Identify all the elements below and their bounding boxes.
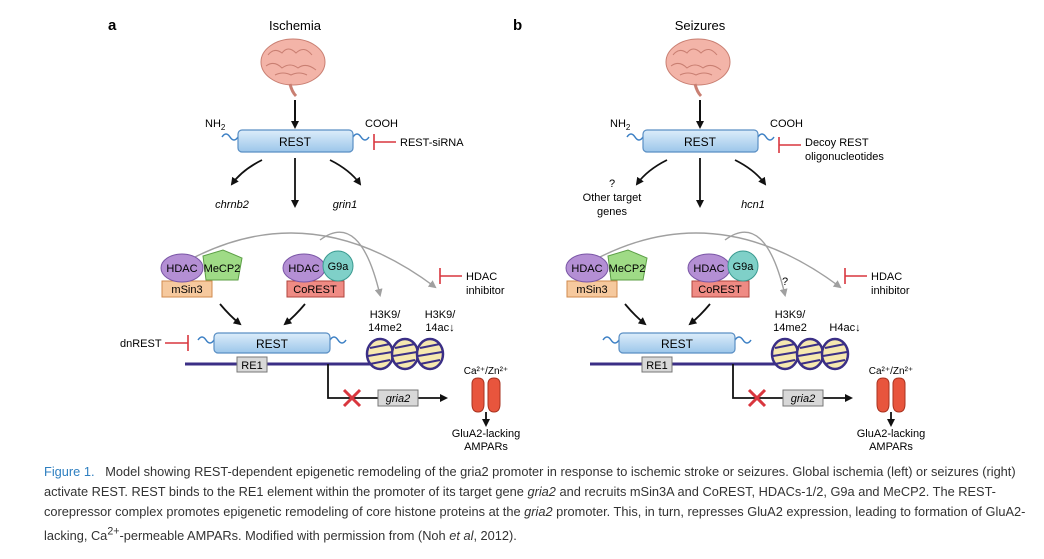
hdac-inhibitor-2: inhibitor bbox=[871, 285, 910, 297]
msin3-label: mSin3 bbox=[171, 284, 202, 296]
hdac-inhibitor-1: HDAC bbox=[466, 271, 497, 283]
other-targets-2: genes bbox=[597, 206, 627, 218]
caption-text: Model showing REST-dependent epigenetic … bbox=[44, 464, 1026, 544]
decoy-label-2: oligonucleotides bbox=[805, 151, 884, 163]
histone-mark-2: H4ac↓ bbox=[829, 322, 860, 334]
panel-a: a Ischemia NH2 COOH REST REST-siRNA chrn… bbox=[108, 17, 520, 453]
panel-b: b Seizures NH2 COOH REST Decoy REST olig… bbox=[513, 17, 925, 453]
mecp2-label: MeCP2 bbox=[204, 263, 241, 275]
rest-protein bbox=[237, 129, 354, 153]
target-gene-2: hcn1 bbox=[741, 199, 765, 211]
dnrest-label: dnREST bbox=[120, 338, 162, 350]
g9a-circle bbox=[322, 250, 354, 282]
other-targets-1: Other target bbox=[583, 192, 642, 204]
ion-label: Ca²⁺/Zn²⁺ bbox=[869, 366, 913, 377]
cooh-label: COOH bbox=[365, 118, 398, 130]
gria2-label: gria2 bbox=[386, 393, 410, 405]
nucleosomes bbox=[365, 337, 445, 371]
mecp2-label: MeCP2 bbox=[609, 263, 646, 275]
g9a-circle bbox=[727, 250, 759, 282]
other-targets-q: ? bbox=[609, 178, 615, 190]
hdac-label: HDAC bbox=[571, 263, 602, 275]
gria2-box bbox=[782, 389, 824, 407]
histone-mark-2a: H3K9/ bbox=[425, 309, 457, 321]
msin3-label: mSin3 bbox=[576, 284, 607, 296]
hdac-oval bbox=[565, 253, 609, 283]
target-gene-2: grin1 bbox=[333, 199, 357, 211]
condition-title: Ischemia bbox=[269, 18, 322, 33]
block-x-icon bbox=[342, 388, 362, 408]
panel-letter: b bbox=[513, 17, 522, 34]
hdac-label: HDAC bbox=[166, 263, 197, 275]
receptor-label-2: AMPARs bbox=[464, 441, 508, 453]
panel-letter: a bbox=[108, 17, 117, 34]
brain-icon bbox=[665, 38, 731, 98]
hdac-inhibitor-2: inhibitor bbox=[466, 285, 505, 297]
histone-mark-1a: H3K9/ bbox=[370, 309, 402, 321]
brain-icon bbox=[260, 38, 326, 98]
receptor-label-2: AMPARs bbox=[869, 441, 913, 453]
rest-protein bbox=[642, 129, 759, 153]
caption-label: Figure 1. bbox=[44, 464, 95, 479]
mecp2-shape bbox=[202, 249, 243, 281]
histone-mark-1b: 14me2 bbox=[368, 322, 402, 334]
gria2-label: gria2 bbox=[791, 393, 815, 405]
rest-dna-label: REST bbox=[661, 337, 694, 351]
ion-label: Ca²⁺/Zn²⁺ bbox=[464, 366, 508, 377]
histone-mark-1a: H3K9/ bbox=[775, 309, 807, 321]
nucleosomes bbox=[770, 337, 850, 371]
re1-label: RE1 bbox=[646, 360, 667, 372]
question-mark: ? bbox=[782, 276, 788, 288]
hdac-oval bbox=[160, 253, 204, 283]
decoy-label-1: Decoy REST bbox=[805, 137, 869, 149]
hdac-inhibitor-1: HDAC bbox=[871, 271, 902, 283]
rest-on-dna bbox=[618, 332, 736, 354]
re1-label: RE1 bbox=[241, 360, 262, 372]
hdac-label-2: HDAC bbox=[288, 263, 319, 275]
rest-on-dna bbox=[213, 332, 331, 354]
target-gene-1: chrnb2 bbox=[215, 199, 249, 211]
cooh-label: COOH bbox=[770, 118, 803, 130]
nh2-label: NH2 bbox=[205, 118, 226, 132]
corest-label: CoREST bbox=[698, 284, 742, 296]
receptor-label-1: GluA2-lacking bbox=[857, 428, 925, 440]
rest-label: REST bbox=[279, 135, 312, 149]
corest-box bbox=[691, 280, 750, 298]
rest-inhibitor-label: REST-siRNA bbox=[400, 137, 464, 149]
ampar-receptor-icon bbox=[471, 377, 501, 413]
hdac-label-2: HDAC bbox=[693, 263, 724, 275]
re1-box bbox=[236, 356, 268, 373]
g9a-label: G9a bbox=[328, 261, 350, 273]
g9a-label: G9a bbox=[733, 261, 755, 273]
figure-caption: Figure 1. Model showing REST-dependent e… bbox=[44, 462, 1034, 546]
figure-diagram: a Ischemia NH2 COOH REST REST-siRNA chrn… bbox=[108, 17, 925, 453]
histone-mark-2b: 14ac↓ bbox=[425, 322, 454, 334]
rest-dna-label: REST bbox=[256, 337, 289, 351]
receptor-label-1: GluA2-lacking bbox=[452, 428, 520, 440]
re1-box bbox=[641, 356, 673, 373]
corest-box bbox=[286, 280, 345, 298]
histone-mark-1b: 14me2 bbox=[773, 322, 807, 334]
nh2-label: NH2 bbox=[610, 118, 631, 132]
ampar-receptor-icon bbox=[876, 377, 906, 413]
gria2-box bbox=[377, 389, 419, 407]
corest-label: CoREST bbox=[293, 284, 337, 296]
mecp2-shape bbox=[607, 249, 648, 281]
condition-title: Seizures bbox=[675, 18, 726, 33]
rest-label: REST bbox=[684, 135, 717, 149]
block-x-icon bbox=[747, 388, 767, 408]
